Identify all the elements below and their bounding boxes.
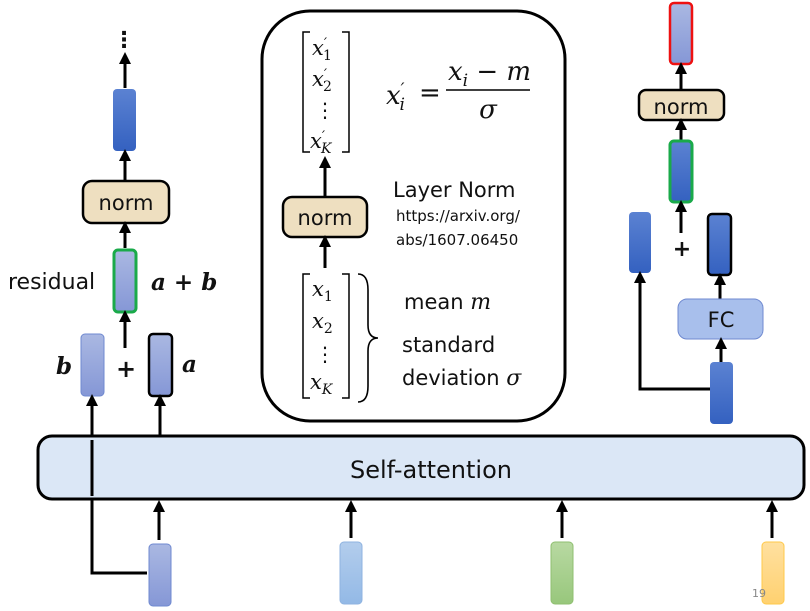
paper-link-line1[interactable]: https://arxiv.org/: [396, 207, 521, 225]
input-vector-2: [339, 541, 363, 605]
right-skip-connection-arrow: [634, 271, 710, 391]
output-entry-1: x′1: [312, 36, 332, 64]
normalization-formula: x′i = xi − m σ: [386, 57, 531, 125]
left-residual-block: ⋮ norm residual a + b b + a: [8, 28, 217, 575]
paper-link-line2[interactable]: abs/1607.06450: [396, 231, 518, 249]
right-input-vector: [710, 362, 733, 424]
input-vectors: [148, 500, 785, 607]
output-vector-entries: x′1 x′2 ⋮ x′K: [310, 36, 335, 157]
input-vector-4: [761, 541, 785, 605]
fc-label: FC: [708, 308, 735, 332]
output-bracket-right: [342, 31, 350, 153]
self-attention-box: [36, 434, 806, 501]
output-entry-dots: ⋮: [315, 98, 335, 122]
std-label-line1: standard: [402, 333, 495, 357]
output-entry-k: x′K: [310, 129, 333, 157]
formula-lhs: x′i: [386, 80, 405, 115]
left-norm-label: norm: [99, 191, 154, 215]
right-norm-label: norm: [654, 95, 709, 119]
input-entry-2: x2: [312, 309, 333, 337]
a-vector: [147, 332, 174, 398]
input-bracket-left: [302, 273, 310, 399]
right-residual-vector: [668, 139, 694, 204]
left-residual-vector: [112, 248, 138, 314]
input-entry-1: x1: [312, 277, 333, 305]
ellipsis-dots: ⋮: [113, 28, 135, 53]
layer-norm-panel: x′1 x′2 ⋮ x′K x′i = xi − m σ norm Layer …: [260, 9, 567, 423]
a-label: a: [182, 351, 197, 378]
input-bracket-right: [342, 273, 350, 399]
sum-label: a + b: [151, 269, 217, 296]
self-attention-label: Self-attention: [350, 456, 512, 484]
final-output-vector: [668, 1, 694, 66]
right-skip-vector: [629, 212, 651, 273]
right-plus-sign: +: [673, 237, 691, 262]
self-attention-layer: Self-attention: [36, 434, 806, 501]
input-entry-dots: ⋮: [315, 342, 335, 366]
layer-norm-panel-frame: [260, 9, 567, 423]
std-label-line2: deviation σ: [402, 366, 522, 391]
residual-label: residual: [8, 270, 95, 295]
mean-label: mean m: [404, 290, 491, 315]
formula-denominator: σ: [479, 95, 498, 125]
output-entry-2: x′2: [312, 67, 332, 95]
page-number: 19: [752, 587, 766, 600]
b-vector: [80, 333, 105, 397]
b-label: b: [56, 353, 72, 380]
input-entry-k: xK: [310, 370, 334, 398]
statistics-brace: [357, 273, 379, 403]
input-vector-entries: x1 x2 ⋮ xK: [310, 277, 335, 398]
center-norm-label: norm: [298, 206, 353, 230]
right-fc-output-vector: [706, 212, 733, 277]
formula-numerator: xi − m: [448, 57, 531, 91]
input-vector-3: [550, 541, 574, 605]
plus-sign: +: [116, 355, 136, 383]
left-output-vector: [113, 89, 136, 151]
input-vector-1: [148, 543, 172, 607]
formula-equals: =: [419, 78, 441, 108]
right-block: norm + FC: [629, 1, 764, 424]
output-bracket-left: [302, 31, 310, 153]
layer-norm-title: Layer Norm: [393, 178, 516, 202]
